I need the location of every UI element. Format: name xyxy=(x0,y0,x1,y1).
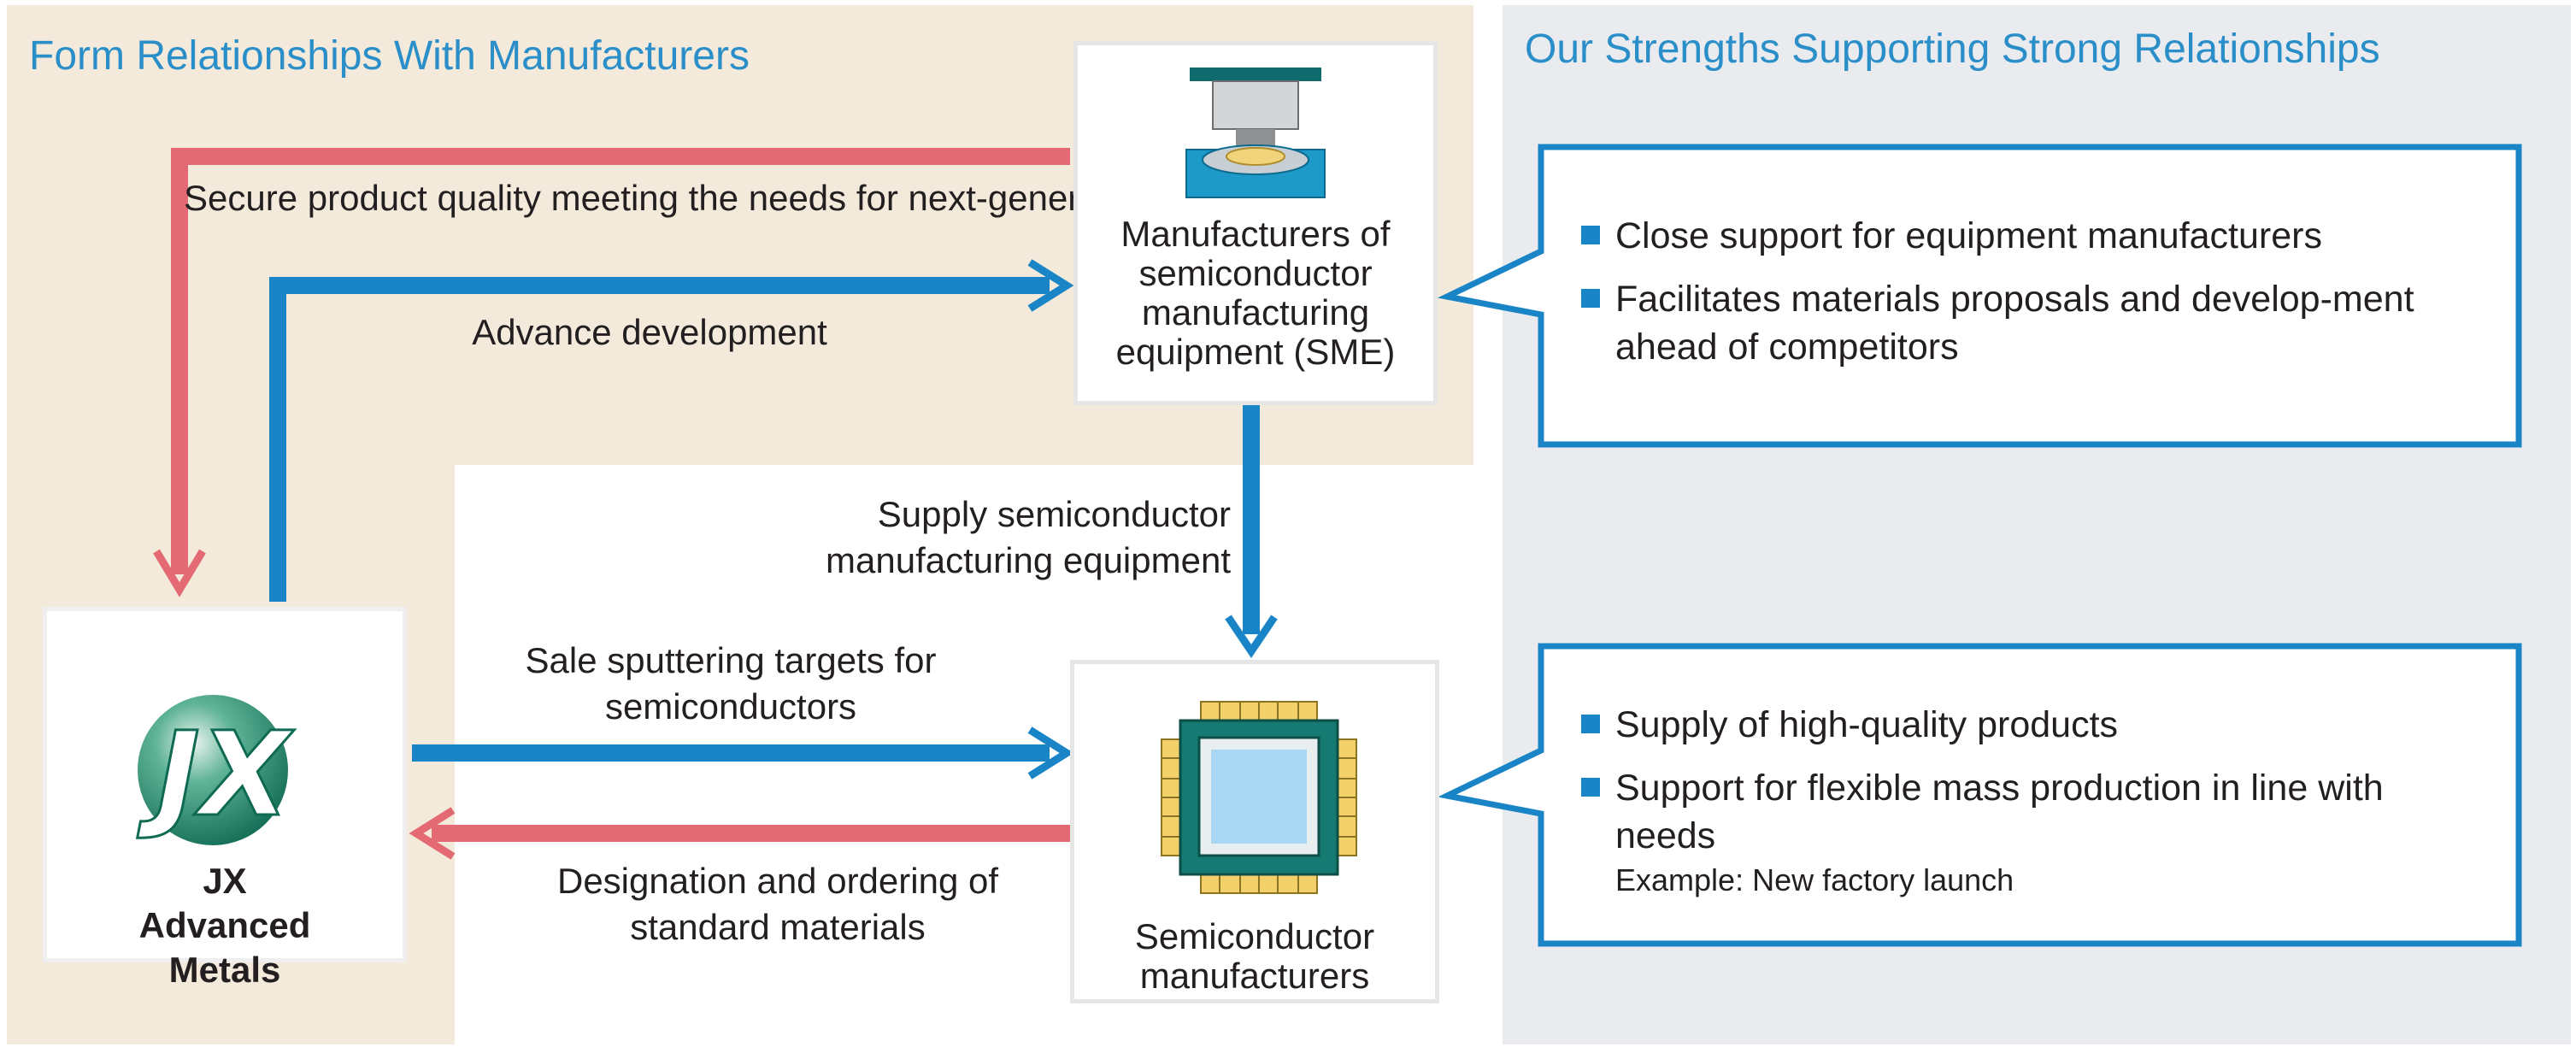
designation-flow-label: Designation and ordering of standard mat… xyxy=(556,861,999,947)
semi-callout-item-text: Support for flexible mass production in … xyxy=(1615,768,2384,856)
jx-advanced-metals-node: JX JX Advanced Metals xyxy=(43,607,407,990)
semiconductor-manufacturers-label: Semiconductor manufacturers xyxy=(1134,916,1375,996)
advance-flow-label: Advance development xyxy=(472,312,827,352)
supply-equipment-arrow-head xyxy=(1225,615,1278,659)
advance-arrow xyxy=(269,277,1050,602)
sme-equipment-icon xyxy=(1185,68,1326,198)
sme-node: Manufacturers of semiconductor manufactu… xyxy=(1073,41,1438,405)
semi-callout-item: Supply of high-quality products xyxy=(1581,701,2496,749)
left-panel-title: Form Relationships With Manufacturers xyxy=(29,33,750,79)
sme-callout-item: Facilitates materials proposals and deve… xyxy=(1581,275,2496,371)
sme-callout-shape xyxy=(1437,144,2522,448)
sme-label: Manufacturers of semiconductor manufactu… xyxy=(1115,214,1396,372)
semi-callout: Supply of high-quality products Support … xyxy=(1581,701,2496,901)
semi-callout-item: Support for flexible mass production in … xyxy=(1581,764,2496,860)
sme-callout-item: Close support for equipment manufacturer… xyxy=(1581,212,2496,260)
jx-logo-text: JX xyxy=(137,708,295,843)
sale-targets-flow-label: Sale sputtering targets for semiconducto… xyxy=(525,640,937,727)
chip-icon xyxy=(1161,701,1357,894)
jx-logo: JX xyxy=(136,695,296,845)
semi-callout-item-text: Supply of high-quality products xyxy=(1615,704,2119,745)
right-panel-title: Our Strengths Supporting Strong Relation… xyxy=(1525,26,2380,72)
bullet-square-icon xyxy=(1581,226,1600,244)
supply-equipment-flow-label: Supply semiconductor manufacturing equip… xyxy=(826,494,1231,580)
designation-arrow-head xyxy=(409,807,456,860)
semi-callout-shape xyxy=(1437,643,2522,947)
advance-arrow-head xyxy=(1027,259,1074,312)
sme-callout: Close support for equipment manufacturer… xyxy=(1581,212,2496,371)
bullet-square-icon xyxy=(1581,715,1600,733)
quality-flow-label: Secure product quality meeting the needs… xyxy=(184,178,1314,218)
jx-advanced-metals-label: JX Advanced Metals xyxy=(138,861,311,990)
sme-callout-item-text: Close support for equipment manufacturer… xyxy=(1615,215,2322,256)
sale-targets-arrow-head xyxy=(1027,727,1074,779)
semi-callout-example: Example: New factory launch xyxy=(1615,862,2014,897)
sme-callout-item-text: Facilitates materials proposals and deve… xyxy=(1615,279,2414,368)
quality-arrow xyxy=(171,148,1070,574)
bullet-square-icon xyxy=(1581,778,1600,797)
bullet-square-icon xyxy=(1581,289,1600,308)
semiconductor-manufacturers-node: Semiconductor manufacturers xyxy=(1070,660,1439,1003)
quality-arrow-head xyxy=(153,549,206,597)
